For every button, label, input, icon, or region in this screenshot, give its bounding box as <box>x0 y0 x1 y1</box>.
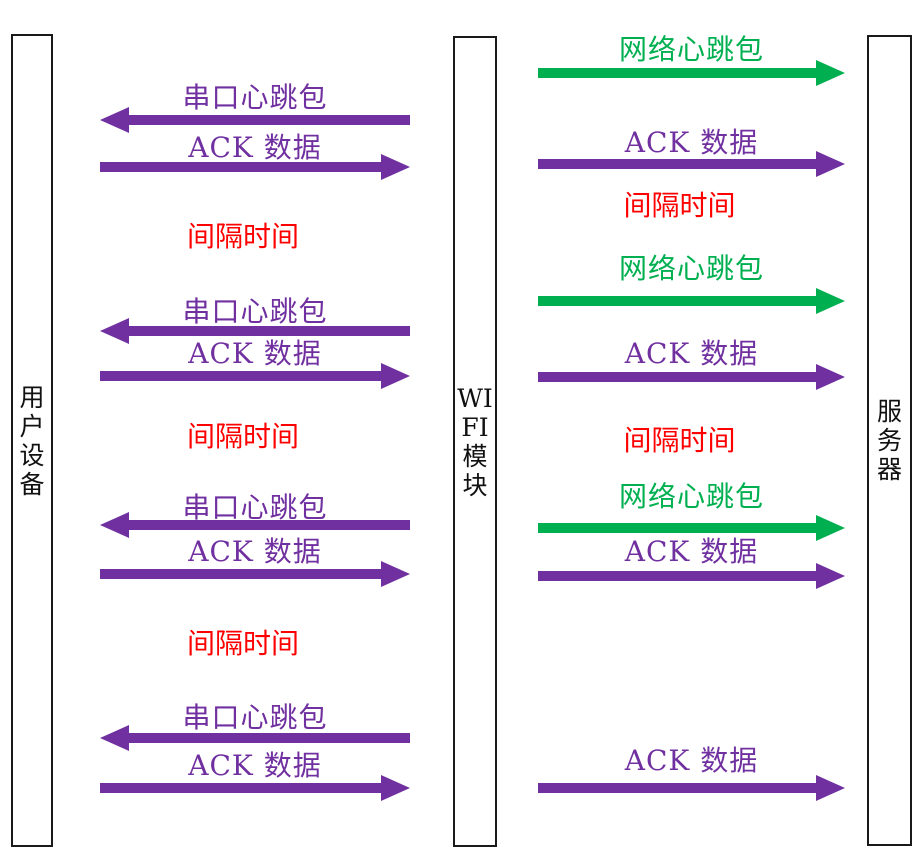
serial-heartbeat-label: 串口心跳包 <box>182 295 328 328</box>
arrow-shaft <box>127 115 410 125</box>
arrow-shaft <box>538 68 818 78</box>
arrow-head <box>816 288 845 314</box>
arrow-shaft <box>127 326 410 336</box>
serial-heartbeat-arrow <box>100 318 410 344</box>
ack-data-arrow <box>538 563 845 589</box>
lifeline-wifi-module: WI FI 模 块 <box>453 36 497 847</box>
wifi-module-line: 块 <box>462 470 488 500</box>
serial-heartbeat-label: 串口心跳包 <box>182 701 328 734</box>
ack-data-arrow <box>100 775 410 801</box>
arrow-shaft <box>100 162 383 172</box>
ack-data-arrow <box>100 154 410 180</box>
arrow-head <box>381 154 410 180</box>
arrow-head <box>100 318 129 344</box>
network-heartbeat-arrow <box>538 515 845 541</box>
ack-data-label: ACK 数据 <box>188 535 322 568</box>
ack-data-label: ACK 数据 <box>188 749 322 782</box>
wifi-module-label: WI FI 模 块 <box>457 384 493 500</box>
server-char: 务 <box>876 426 902 455</box>
interval-time-label: 间隔时间 <box>623 189 736 222</box>
arrow-shaft <box>538 372 818 382</box>
arrow-shaft <box>127 520 410 530</box>
arrow-head <box>100 512 129 538</box>
arrow-shaft <box>538 523 818 533</box>
arrow-head <box>816 60 845 86</box>
ack-data-arrow <box>100 363 410 389</box>
channel-user-wifi: 串口心跳包 ACK 数据 间隔时间 串口心跳包 ACK 数据 间隔时间 串口心跳… <box>100 0 410 861</box>
interval-time-label: 间隔时间 <box>186 220 299 253</box>
arrow-head <box>816 364 845 390</box>
server-label: 服 务 器 <box>877 397 902 484</box>
network-heartbeat-arrow <box>538 60 845 86</box>
ack-data-label: ACK 数据 <box>624 337 759 370</box>
ack-data-arrow <box>100 561 410 587</box>
ack-data-arrow <box>538 775 845 801</box>
serial-heartbeat-arrow <box>100 725 410 751</box>
arrow-head <box>100 725 129 751</box>
arrow-shaft <box>538 571 818 581</box>
serial-heartbeat-arrow <box>100 512 410 538</box>
arrow-shaft <box>127 733 410 743</box>
network-heartbeat-label: 网络心跳包 <box>618 33 764 66</box>
arrow-head <box>816 563 845 589</box>
network-heartbeat-label: 网络心跳包 <box>618 252 764 285</box>
wifi-module-line: WI <box>457 383 493 413</box>
arrow-head <box>381 561 410 587</box>
arrow-shaft <box>100 569 383 579</box>
arrow-head <box>100 107 129 133</box>
ack-data-arrow <box>538 151 845 177</box>
arrow-shaft <box>538 296 818 306</box>
ack-data-label: ACK 数据 <box>188 131 322 164</box>
arrow-shaft <box>100 371 383 381</box>
arrow-head <box>816 775 845 801</box>
interval-time-label: 间隔时间 <box>623 424 736 457</box>
ack-data-arrow <box>538 364 845 390</box>
arrow-head <box>381 775 410 801</box>
lifeline-server: 服 务 器 <box>867 35 912 846</box>
serial-heartbeat-arrow <box>100 107 410 133</box>
interval-time-label: 间隔时间 <box>186 420 299 453</box>
network-heartbeat-arrow <box>538 288 845 314</box>
arrow-shaft <box>100 783 383 793</box>
interval-time-label: 间隔时间 <box>186 627 299 660</box>
user-device-char: 设 <box>19 440 45 470</box>
arrow-head <box>816 151 845 177</box>
arrow-head <box>381 363 410 389</box>
ack-data-label: ACK 数据 <box>624 744 759 777</box>
network-heartbeat-label: 网络心跳包 <box>618 480 764 513</box>
ack-data-label: ACK 数据 <box>624 126 759 159</box>
user-device-char: 备 <box>19 469 45 499</box>
user-device-label: 用 户 设 备 <box>19 383 44 499</box>
server-char: 服 <box>876 397 902 426</box>
user-device-char: 用 <box>19 382 45 412</box>
user-device-char: 户 <box>19 411 45 441</box>
channel-wifi-server: 网络心跳包 ACK 数据 间隔时间 网络心跳包 ACK 数据 间隔时间 网络心跳… <box>538 0 845 861</box>
wifi-module-line: 模 <box>462 441 488 471</box>
arrow-shaft <box>538 783 818 793</box>
serial-heartbeat-label: 串口心跳包 <box>182 81 328 114</box>
serial-heartbeat-label: 串口心跳包 <box>182 491 328 524</box>
lifeline-user-device: 用 户 设 备 <box>11 34 53 847</box>
ack-data-label: ACK 数据 <box>188 337 322 370</box>
ack-data-label: ACK 数据 <box>624 535 759 568</box>
arrow-shaft <box>538 159 818 169</box>
wifi-module-line: FI <box>461 412 489 442</box>
arrow-head <box>816 515 845 541</box>
server-char: 器 <box>876 455 902 484</box>
